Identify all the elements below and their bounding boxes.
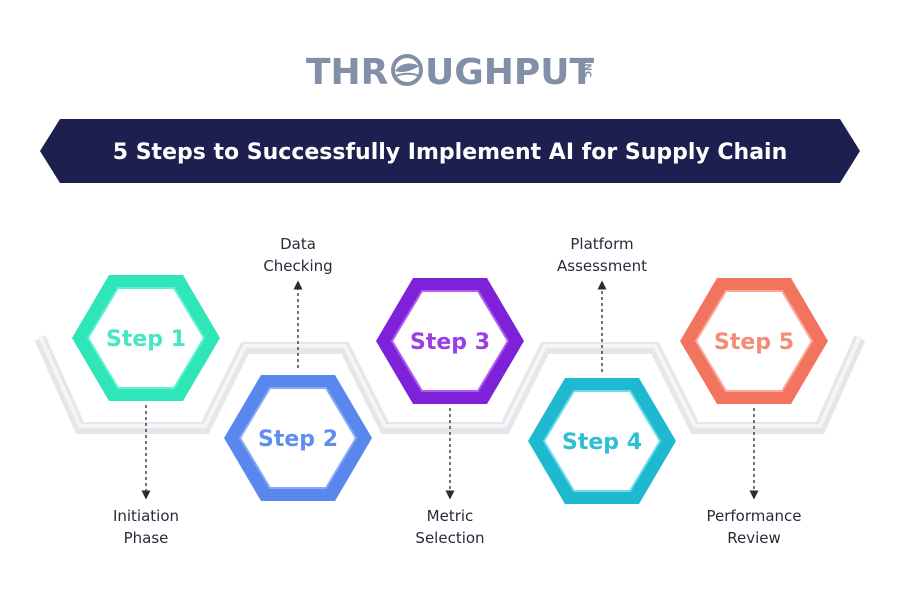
step-3-hexagon-inner [390,290,510,392]
step-2-hexagon-inner [238,387,358,489]
zigzag-track [34,335,866,434]
step-3: Step 3 [376,278,524,404]
globe-icon [391,54,423,86]
step-3-label: Step 3 [410,330,490,355]
step-1-caption-line-1: Initiation [113,507,179,525]
step-5-caption-line-1: Performance [706,507,801,525]
title-text: 5 Steps to Successfully Implement AI for… [113,140,788,165]
step-2-label: Step 2 [258,427,338,452]
step-4: Step 4 [528,378,676,504]
logo-text-left: THR [306,52,388,93]
connectors [141,280,759,500]
step-2-caption-line-1: Data [280,235,316,253]
step-1-label: Step 1 [106,327,186,352]
captions: Initiation Phase Data Checking Metric Se… [113,235,802,547]
step-1-hexagon-inner [86,287,206,389]
step-2: Step 2 [224,375,372,501]
step-4-caption-line-1: Platform [570,235,633,253]
step-1: Step 1 [72,275,220,401]
step-1-caption-line-2: Phase [124,529,169,547]
step-4-caption-line-2: Assessment [557,257,647,275]
step-3-caption-line-1: Metric [427,507,474,525]
step-3-caption-line-2: Selection [415,529,484,547]
title-banner: 5 Steps to Successfully Implement AI for… [40,119,860,183]
title-banner-shape [40,119,860,183]
step-4-label: Step 4 [562,430,642,455]
step-2-caption-line-2: Checking [263,257,332,275]
logo-suffix: INC [582,60,592,78]
step-5-caption-line-2: Review [727,529,781,547]
step-5: Step 5 [680,278,828,404]
step-4-hexagon-inner [542,390,662,492]
step-5-hexagon-inner [694,290,814,392]
logo-text-right: UGHPUT [425,52,595,93]
logo: THR UGHPUT INC [306,52,595,93]
step-5-label: Step 5 [714,330,794,355]
